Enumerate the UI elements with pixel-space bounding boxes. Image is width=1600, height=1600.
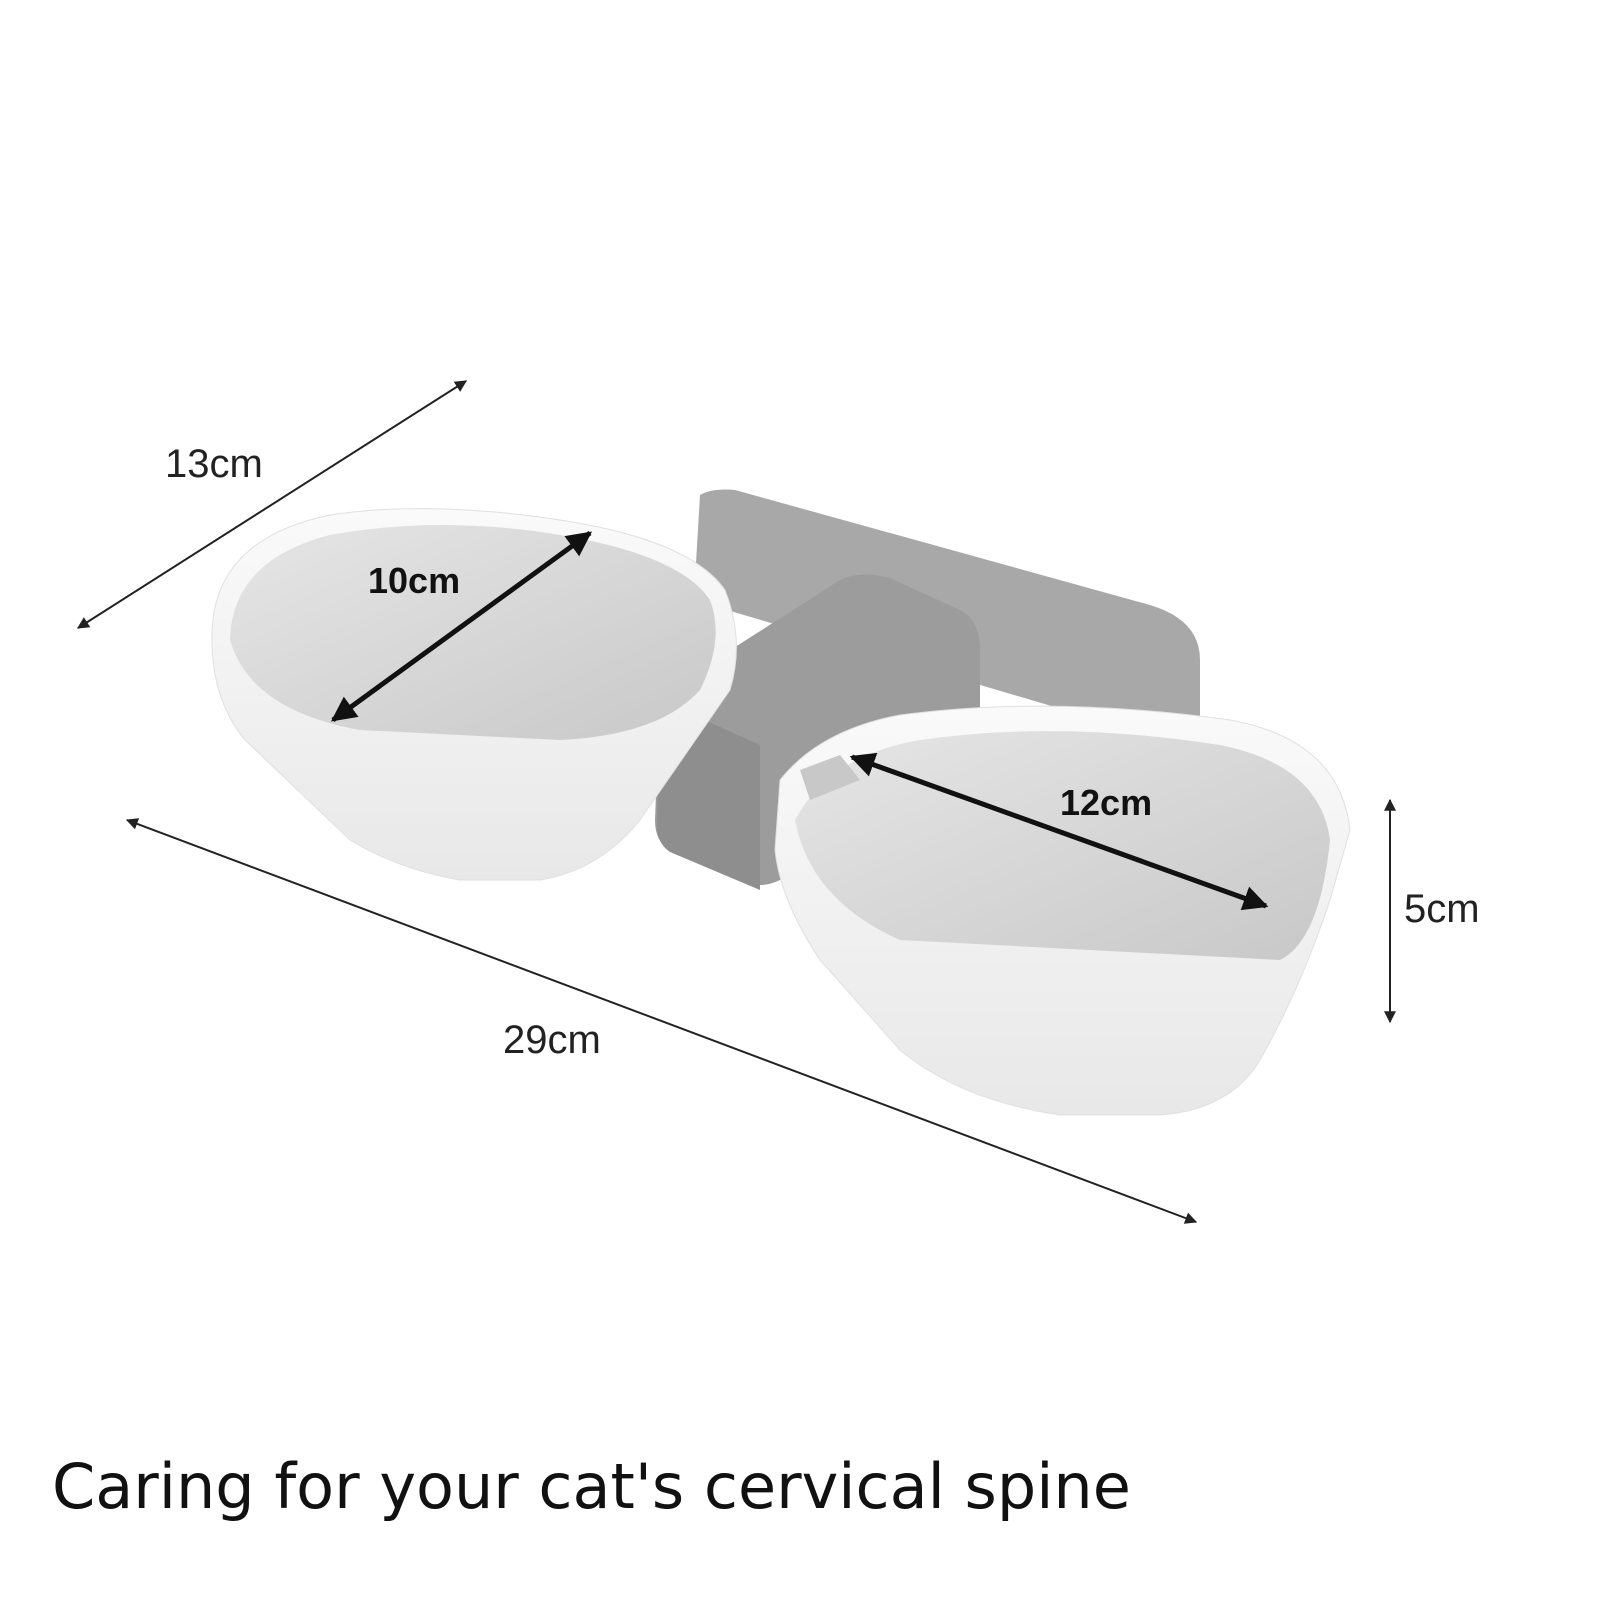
left-bowl-dimension-line — [330, 530, 593, 723]
right-bowl — [774, 705, 1351, 1116]
right-bowl-diameter-label: 12cm — [1060, 782, 1153, 823]
right-bowl-dimension-line — [849, 752, 1269, 911]
caption: Caring for your cat's cervical spine — [52, 1450, 1131, 1523]
depth-dimension-line — [76, 380, 468, 629]
left-bowl-diameter-label: 10cm — [368, 560, 461, 601]
length-label: 29cm — [503, 1018, 601, 1062]
length-dimension-line — [125, 818, 1198, 1224]
depth-label: 13cm — [165, 442, 263, 486]
height-label: 5cm — [1404, 887, 1480, 931]
